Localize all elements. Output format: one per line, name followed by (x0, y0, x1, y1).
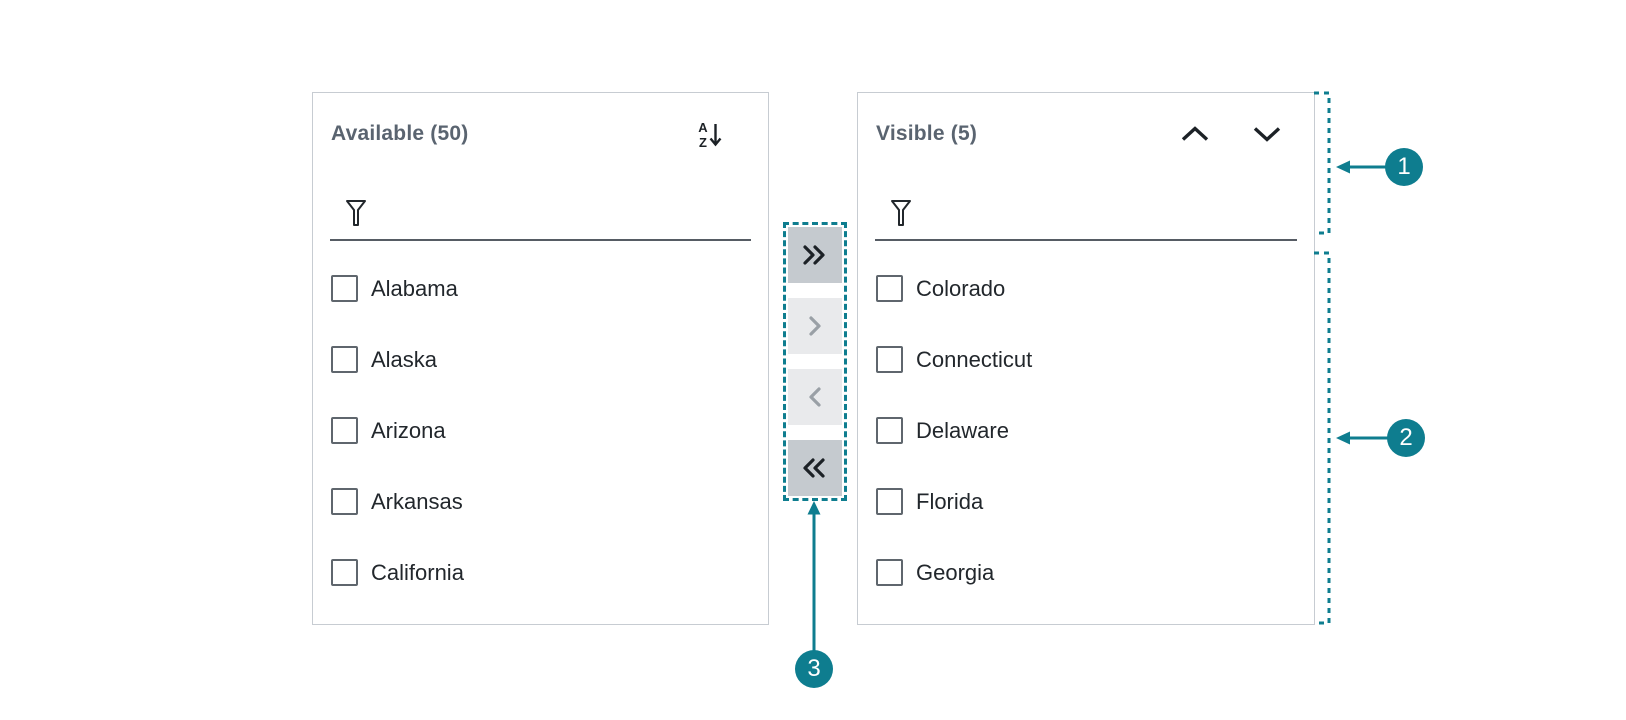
filter-funnel-icon (891, 200, 911, 226)
list-item[interactable]: Colorado (876, 275, 1314, 302)
visible-filter-input[interactable] (926, 199, 1297, 227)
item-label: Florida (916, 488, 984, 514)
item-checkbox[interactable] (876, 559, 903, 586)
item-label: Georgia (916, 559, 995, 585)
sort-a-to-z-button[interactable]: A Z (697, 119, 724, 150)
move-selected-right-button[interactable] (788, 298, 842, 354)
move-up-button[interactable] (1180, 125, 1210, 143)
callout-1-bracket (1314, 91, 1331, 235)
list-item[interactable]: Alabama (331, 275, 768, 302)
callout-badge-2: 2 (1387, 419, 1425, 457)
item-label: Alabama (371, 275, 458, 301)
move-down-button[interactable] (1252, 125, 1282, 143)
item-label: Arkansas (371, 488, 463, 514)
item-checkbox[interactable] (331, 488, 358, 515)
list-item[interactable]: Connecticut (876, 346, 1314, 373)
callout-badge-3: 3 (795, 650, 833, 688)
item-checkbox[interactable] (331, 275, 358, 302)
available-panel-header: Available (50) A Z (331, 119, 736, 150)
item-checkbox[interactable] (876, 488, 903, 515)
available-panel-title: Available (50) (331, 122, 469, 145)
double-chevron-left-icon (803, 458, 825, 478)
item-checkbox[interactable] (331, 417, 358, 444)
transfer-button-group (783, 222, 847, 501)
move-all-left-button[interactable] (788, 440, 842, 496)
item-checkbox[interactable] (331, 346, 358, 373)
item-label: Delaware (916, 417, 1009, 443)
item-checkbox[interactable] (876, 346, 903, 373)
chevron-left-icon (809, 387, 821, 407)
filter-funnel-icon (346, 200, 366, 226)
list-item[interactable]: Georgia (876, 559, 1314, 586)
visible-filter-field (875, 199, 1297, 241)
available-item-list: Alabama Alaska Arizona Arkansas Californ… (331, 275, 768, 586)
callout-badge-1: 1 (1385, 148, 1423, 186)
list-item[interactable]: Florida (876, 488, 1314, 515)
list-item[interactable]: Delaware (876, 417, 1314, 444)
list-item[interactable]: California (331, 559, 768, 586)
visible-item-list: Colorado Connecticut Delaware Florida Ge… (876, 275, 1314, 586)
svg-text:A: A (698, 120, 708, 135)
callout-2-bracket (1314, 251, 1331, 625)
visible-panel-title: Visible (5) (876, 122, 978, 145)
available-panel: Available (50) A Z Alabama (312, 92, 769, 625)
item-checkbox[interactable] (331, 559, 358, 586)
item-label: Connecticut (916, 346, 1033, 372)
list-item[interactable]: Alaska (331, 346, 768, 373)
chevron-right-icon (809, 316, 821, 336)
move-selected-left-button[interactable] (788, 369, 842, 425)
callout-3-arrowhead (807, 501, 821, 515)
available-filter-input[interactable] (381, 199, 751, 227)
visible-panel-header: Visible (5) (876, 119, 1282, 149)
visible-panel: Visible (5) (857, 92, 1315, 625)
sort-a-to-z-descending-icon: A Z (698, 120, 722, 150)
move-all-right-button[interactable] (788, 227, 842, 283)
item-label: Arizona (371, 417, 446, 443)
reorder-buttons (1180, 125, 1282, 143)
svg-text:Z: Z (699, 135, 707, 150)
callout-2-arrowhead (1336, 431, 1350, 445)
item-label: Alaska (371, 346, 438, 372)
list-item[interactable]: Arizona (331, 417, 768, 444)
item-label: Colorado (916, 275, 1006, 301)
available-filter-field (330, 199, 751, 241)
chevron-down-icon (1253, 127, 1281, 142)
list-item[interactable]: Arkansas (331, 488, 768, 515)
item-label: California (371, 559, 464, 585)
item-checkbox[interactable] (876, 417, 903, 444)
chevron-up-icon (1181, 126, 1209, 141)
item-checkbox[interactable] (876, 275, 903, 302)
callout-1-arrowhead (1336, 160, 1350, 174)
double-chevron-right-icon (803, 245, 825, 265)
